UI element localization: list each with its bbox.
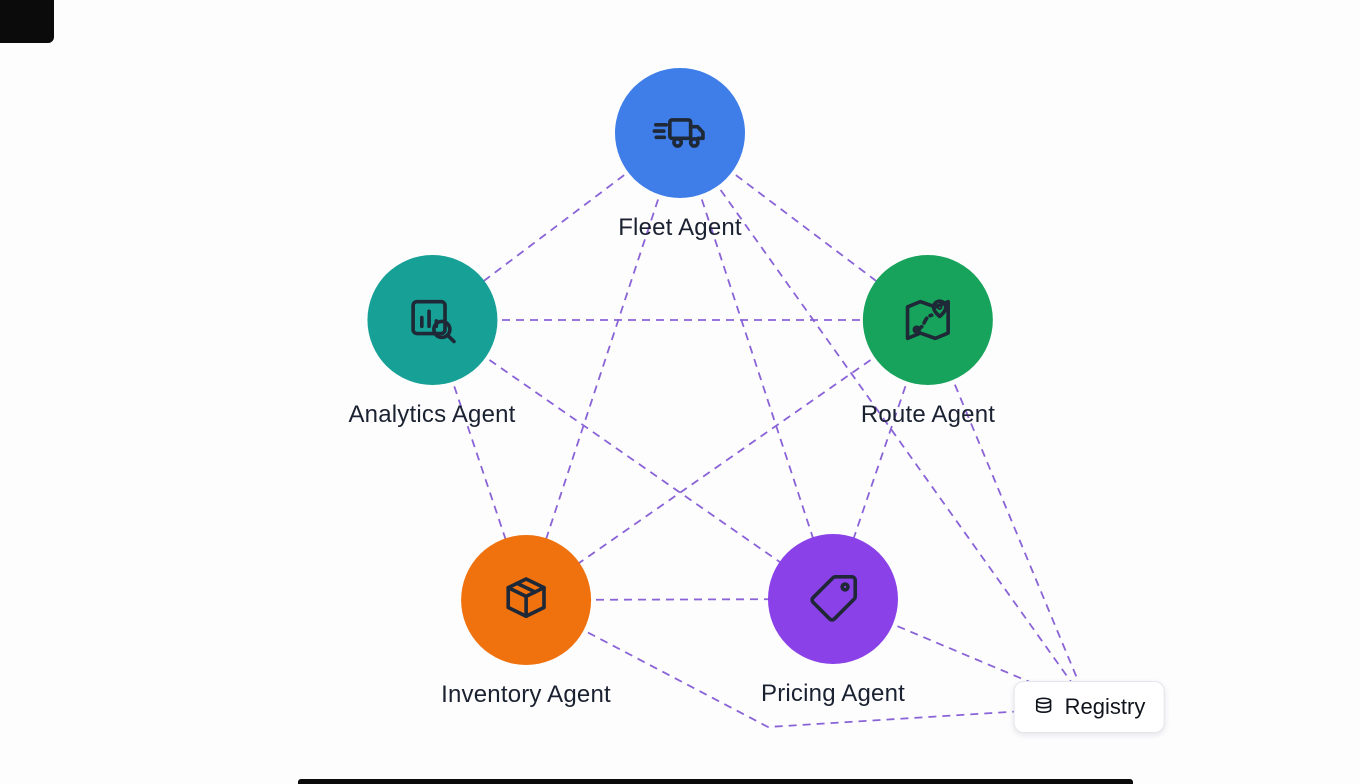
edge-fleet-inventory [525,132,681,601]
screenshot-artifact-top-left [0,0,54,43]
map-route-icon [905,299,951,341]
node-fleet-agent: Fleet Agent [615,68,745,242]
analytics-agent-label: Analytics Agent [348,401,516,428]
inventory-agent-circle [461,535,591,665]
node-analytics-agent: Analytics Agent [348,255,515,429]
edge-route-inventory [525,319,929,601]
registry-label: Registry [1064,694,1146,719]
screenshot-artifact-bottom [298,779,1133,784]
edge-fleet-registry [679,132,1090,708]
edge-analytics-pricing [431,319,834,600]
route-agent-circle [863,255,993,385]
fleet-agent-circle [615,68,745,198]
node-pricing-agent: Pricing Agent [761,534,905,708]
registry-node: Registry [1013,681,1165,733]
fleet-agent-label: Fleet Agent [618,214,742,241]
inventory-agent-label: Inventory Agent [441,681,611,708]
price-tag-icon [810,574,858,622]
package-icon [506,577,546,619]
truck-icon [652,118,705,148]
route-agent-label: Route Agent [860,401,996,428]
node-inventory-agent: Inventory Agent [441,535,611,709]
pricing-agent-label: Pricing Agent [760,680,906,707]
analytics-agent-circle [366,255,497,385]
bar-chart-search-icon [410,299,456,344]
edge-fleet-pricing [679,132,834,600]
node-route-agent: Route Agent [861,255,995,429]
edge-inventory-registry [525,599,1090,728]
pricing-agent-circle [768,534,898,664]
database-icon [1035,697,1052,714]
